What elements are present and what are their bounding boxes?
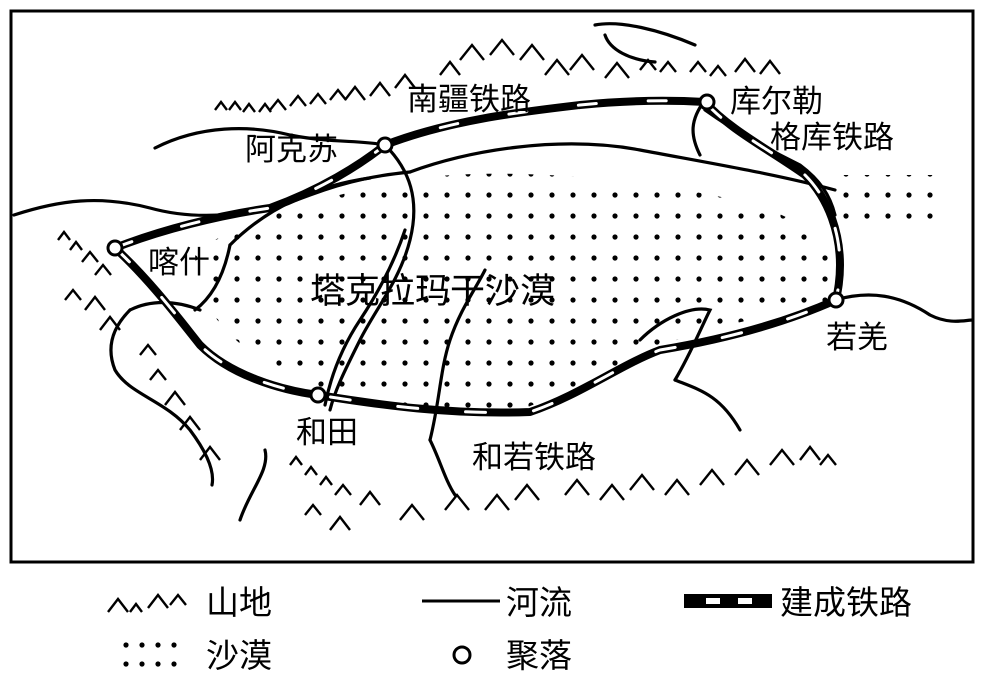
railway-golmud-korla <box>701 98 844 304</box>
railway-label-hotan-ruoqiang: 和若铁路 <box>472 440 596 476</box>
settlement-ruoqiang <box>827 291 845 309</box>
railway-hotan-ruoqiang <box>111 244 840 417</box>
desert-area <box>195 173 940 417</box>
river-ruoqiang-1 <box>638 307 713 382</box>
settlement-aksu <box>376 136 394 154</box>
river-aksu-north <box>153 127 387 150</box>
legend-label-settlement: 聚落 <box>506 636 572 675</box>
river-south-2 <box>428 438 457 497</box>
legend-label-river: 河流 <box>506 583 572 622</box>
mountains-west <box>57 230 221 461</box>
city-label-kashgar: 喀什 <box>148 245 210 281</box>
settlement-kashgar <box>106 239 124 257</box>
mountain-icon <box>107 593 187 613</box>
mountains <box>57 38 837 531</box>
river-korla-north <box>593 22 697 47</box>
river-kashgar <box>193 243 232 312</box>
legend-label-mountain: 山地 <box>206 583 272 622</box>
river-south-1 <box>238 448 268 522</box>
settlement-korla <box>698 93 716 111</box>
mountains-north <box>214 38 781 113</box>
city-label-aksu: 阿克苏 <box>245 132 338 168</box>
legend-label-desert: 沙漠 <box>206 636 272 675</box>
legend-label-railway: 建成铁路 <box>780 583 912 622</box>
city-label-ruoqiang: 若羌 <box>826 320 888 356</box>
river-aksu-desert <box>328 143 416 412</box>
desert-dots-icon <box>123 642 177 667</box>
legend-item-railway: 建成铁路 <box>684 583 912 622</box>
railway-label-golmud-korla: 格库铁路 <box>770 120 894 156</box>
railway-label-south-xinjiang: 南疆铁路 <box>407 82 531 118</box>
legend-item-settlement: 聚落 <box>452 636 572 675</box>
river-east <box>833 293 973 323</box>
legend: 山地 河流 建成铁路 沙漠 聚落 <box>107 583 912 675</box>
settlement-hotan <box>309 386 327 404</box>
legend-item-mountain: 山地 <box>107 583 272 622</box>
river-ruoqiang-2 <box>673 378 742 432</box>
river-tarim-north <box>408 142 837 192</box>
river-hotan-1 <box>323 228 407 407</box>
railway-icon <box>684 594 772 608</box>
legend-item-river: 河流 <box>422 583 572 622</box>
settlement-icon <box>452 645 472 665</box>
city-label-korla: 库尔勒 <box>730 84 823 120</box>
legend-item-desert: 沙漠 <box>123 636 272 675</box>
settlements <box>106 93 845 404</box>
city-label-hotan: 和田 <box>296 415 358 451</box>
mountains-south <box>289 445 837 531</box>
desert-label: 塔克拉玛干沙漠 <box>310 272 555 312</box>
